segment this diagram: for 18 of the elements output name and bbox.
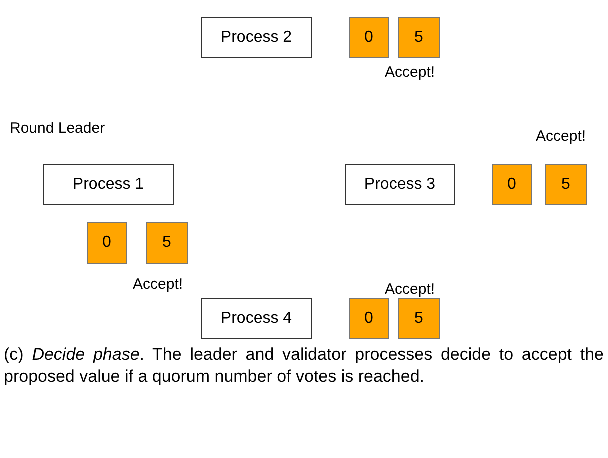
note-text: Round Leader — [10, 120, 106, 137]
process-box: Process 1 — [43, 164, 174, 205]
vote-box: 0 — [349, 17, 389, 58]
vote-box: 5 — [398, 17, 440, 58]
note-text: Accept! — [536, 128, 586, 145]
vote-box: 5 — [146, 222, 188, 264]
caption: (c) Decide phase. The leader and validator processes decide to accept the proposed value if a quorum number of votes is reached. — [4, 344, 604, 388]
note-text: Accept! — [133, 276, 184, 293]
process-box: Process 4 — [201, 298, 312, 339]
vote-box: 0 — [349, 298, 389, 339]
process-box: Process 2 — [201, 17, 312, 58]
vote-box: 0 — [492, 164, 532, 205]
process-box: Process 3 — [345, 164, 455, 205]
note-text: Accept! — [385, 281, 436, 298]
vote-box: 5 — [545, 164, 587, 205]
vote-box: 0 — [87, 222, 127, 264]
note-text: Accept! — [385, 64, 436, 81]
vote-box: 5 — [398, 298, 440, 339]
